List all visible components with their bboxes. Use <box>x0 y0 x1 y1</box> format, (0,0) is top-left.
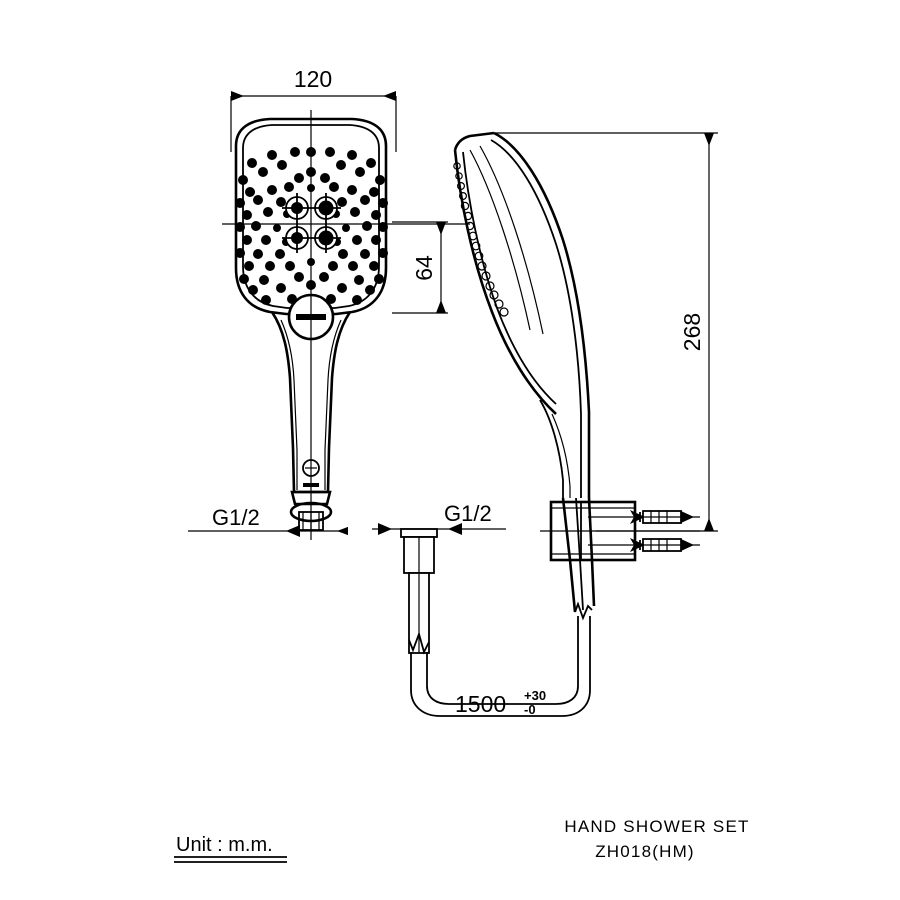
unit-note: Unit : m.m. <box>174 834 287 863</box>
shower-face-inner-outline <box>242 124 380 309</box>
side-body-highlight-2 <box>479 145 544 335</box>
thread-callout-hose-outlet: G1/2 <box>372 501 506 535</box>
handle-through-bracket-left <box>561 497 577 613</box>
massage-jet-3 <box>282 223 312 253</box>
wall-anchor-lower <box>588 538 700 552</box>
dim64-label: 64 <box>411 255 437 281</box>
hose-length-label: 1500 <box>455 691 506 717</box>
g12-left-label: G1/2 <box>212 505 260 530</box>
hose-break-symbol-upper <box>574 601 593 621</box>
handle-through-bracket-mid <box>575 497 584 611</box>
handle-inner-edge-left <box>280 319 298 490</box>
side-view-hand-shower <box>453 131 591 498</box>
massage-jet-1 <box>282 193 312 223</box>
g12-right-label: G1/2 <box>444 501 492 526</box>
side-spray-face-edge <box>453 149 557 415</box>
g12-left-arrow-inner <box>286 525 300 537</box>
title-block: HAND SHOWER SET ZH018(HM) <box>564 817 749 861</box>
g12-right-arrow-left <box>378 523 392 535</box>
flexible-hose <box>400 528 591 717</box>
shower-face-outer-shell <box>234 117 388 316</box>
dimension-width-120: 120 <box>230 66 397 152</box>
dim268-label: 268 <box>679 313 705 351</box>
hose-break-symbol-left <box>408 631 430 655</box>
dimension-jetspan-64: 64 <box>392 221 448 314</box>
massage-jet-4 <box>311 223 341 253</box>
side-head-top-cap <box>453 131 495 151</box>
handle-inner-edge-right <box>324 319 342 490</box>
g12-right-arrow-right <box>448 523 462 535</box>
side-handle-front-edge <box>539 399 564 498</box>
side-back-profile-inner <box>490 139 582 498</box>
thread-callout-shower-inlet: G1/2 <box>188 505 348 537</box>
side-back-profile <box>493 131 591 498</box>
hose-nut-flange <box>400 528 438 538</box>
massage-jet-2 <box>311 193 341 223</box>
wall-bracket-with-anchors <box>540 497 700 621</box>
dimension-height-268: 268 <box>494 132 718 532</box>
dim120-label: 120 <box>294 66 332 92</box>
product-name-label: HAND SHOWER SET <box>564 817 749 836</box>
hose-loop-outer <box>410 616 591 717</box>
hose-tolerance-plus: +30 <box>524 688 546 703</box>
massage-jet-group <box>282 193 341 253</box>
unit-note-label: Unit : m.m. <box>176 834 273 856</box>
handle-through-bracket-right <box>587 497 596 607</box>
model-code-label: ZH018(HM) <box>595 842 695 861</box>
wall-anchor-upper <box>588 510 700 524</box>
side-handle-front-edge-inner <box>551 413 571 498</box>
dimension-hose-length: 1500 +30 -0 <box>455 688 546 717</box>
side-body-highlight-1 <box>469 149 531 331</box>
side-nozzle-bumps <box>453 162 509 317</box>
hose-tolerance-minus: -0 <box>524 702 536 717</box>
front-view-hand-shower <box>222 110 470 540</box>
handle-collar <box>290 490 332 506</box>
hose-loop-inner <box>426 616 579 705</box>
